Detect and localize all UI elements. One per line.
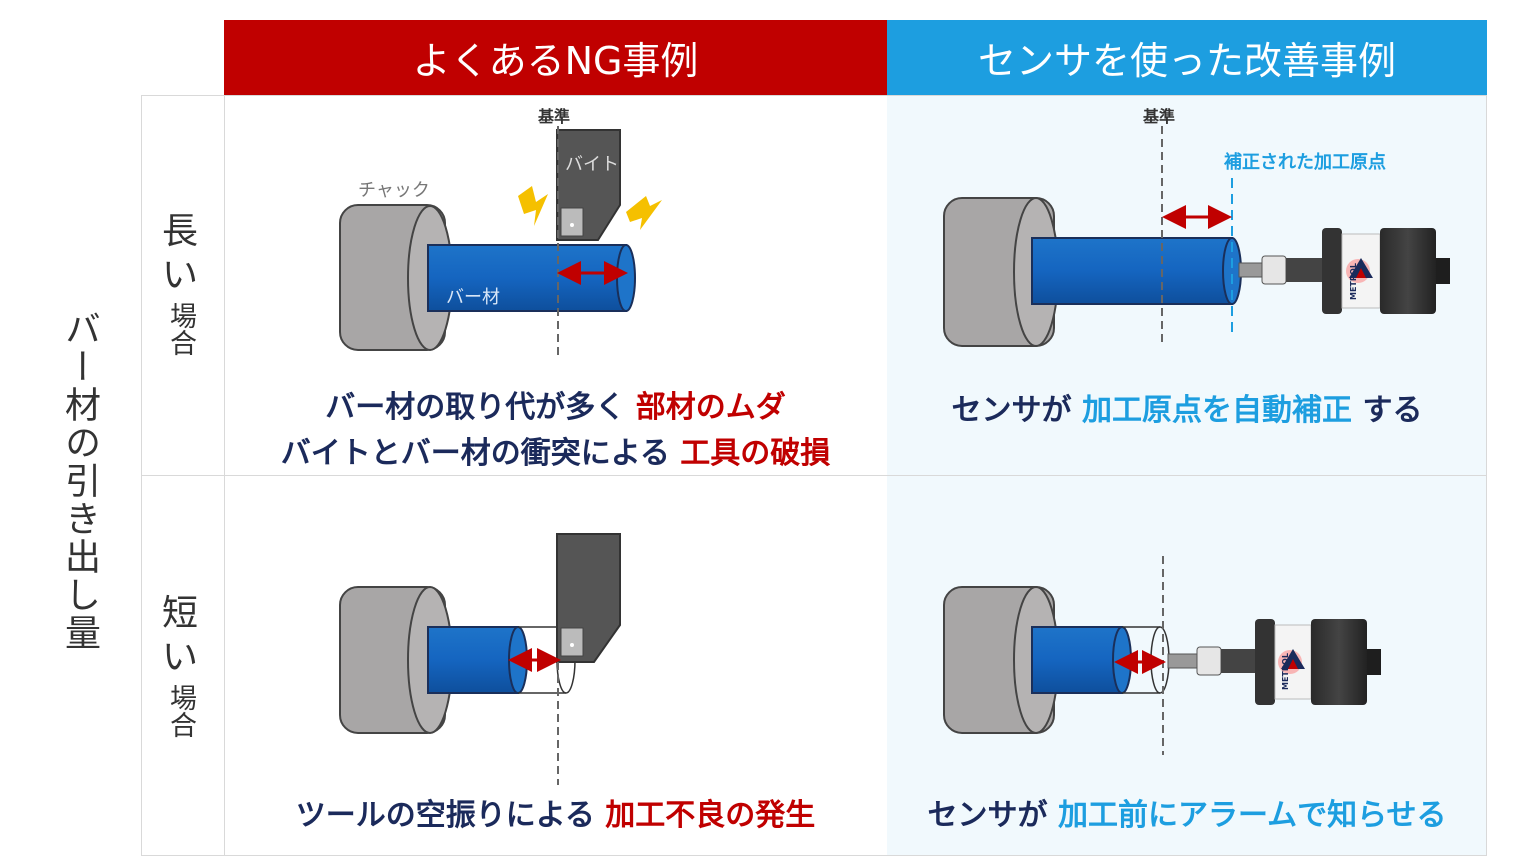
row-label-long-char-1: 長: [161, 211, 198, 252]
long-ok-illustration: 基準 補正された加工原点 METROL: [943, 107, 1450, 347]
ok-header: センサを使った改善事例: [887, 20, 1487, 95]
caption-long-ng-1: バー材の取り代が多く 部材のムダ: [224, 382, 887, 426]
row-label-short: 短 い 場合: [150, 592, 210, 738]
ok-header-title: センサを使った改善事例: [977, 39, 1396, 83]
bite-tool-short: [556, 533, 621, 663]
grid-line-top: [141, 95, 1487, 96]
ng-header-title: よくあるNG事例: [412, 39, 699, 83]
ng-header: よくあるNG事例: [224, 20, 887, 95]
missing-stock-outline-ok: [1122, 626, 1160, 694]
reference-label-ng: 基準: [537, 107, 570, 126]
grid-line-left: [141, 95, 142, 855]
row-label-short-char-2: い: [161, 637, 198, 678]
corrected-origin-label: 補正された加工原点: [1223, 151, 1386, 173]
long-ng-illustration: チャック バー材 バイト 基準: [339, 107, 662, 355]
bar-stock-short-ok: [1031, 626, 1132, 694]
grid-line-bottom: [141, 855, 1487, 856]
touch-sensor-short: [1167, 619, 1381, 705]
side-title: バー材の引き出し量: [59, 310, 100, 652]
grid-line-label-col: [224, 95, 225, 855]
caption-long-ok-post: する: [1362, 393, 1423, 428]
caption-short-ng-text: ツールの空振りによる: [295, 798, 595, 833]
row-label-long-char-2: い: [161, 255, 198, 296]
caption-long-ng-2-highlight: 工具の破損: [680, 436, 831, 471]
chuck-label: チャック: [358, 180, 430, 201]
row-label-long: 長 い 場合: [150, 210, 210, 356]
short-ng-illustration: [339, 533, 621, 785]
bite-label: バイト: [565, 154, 619, 175]
caption-long-ng-2: バイトとバー材の衝突による 工具の破損: [224, 428, 887, 472]
chuck-long-ng: [339, 204, 453, 351]
spark-icon: [518, 186, 548, 226]
row-label-long-suffix: 場合: [165, 302, 196, 356]
missing-stock-end-ok: [1150, 626, 1170, 694]
caption-long-ok-pre: センサが: [951, 393, 1072, 428]
caption-long-ok-highlight: 加工原点を自動補正: [1082, 393, 1352, 428]
bite-tool-long: [556, 129, 621, 241]
bar-label-ng: バー材: [446, 287, 500, 308]
grid-line-right: [1486, 95, 1487, 855]
bar-stock-short-ng: [427, 626, 528, 694]
caption-long-ng-2-text: バイトとバー材の衝突による: [280, 436, 670, 471]
caption-short-ok-highlight: 加工前にアラームで知らせる: [1057, 798, 1447, 833]
sensor-brand-short: METROL: [1281, 653, 1290, 690]
spark-icon: [626, 196, 662, 230]
sensor-brand-long: METROL: [1349, 263, 1358, 300]
grid-line-middle: [141, 475, 1487, 476]
row-label-short-char-1: 短: [161, 593, 198, 634]
reference-label-ok: 基準: [1142, 107, 1175, 126]
caption-short-ok: センサが 加工前にアラームで知らせる: [887, 790, 1487, 834]
caption-short-ok-pre: センサが: [927, 798, 1048, 833]
caption-long-ok: センサが 加工原点を自動補正 する: [887, 385, 1487, 429]
caption-short-ng: ツールの空振りによる 加工不良の発生: [224, 790, 887, 834]
row-label-short-suffix: 場合: [165, 684, 196, 738]
caption-short-ng-highlight: 加工不良の発生: [605, 798, 816, 833]
short-ok-illustration: METROL: [943, 556, 1381, 755]
caption-long-ng-1-highlight: 部材のムダ: [635, 390, 786, 425]
caption-long-ng-1-text: バー材の取り代が多く: [325, 390, 626, 425]
bar-stock-long-ok: [1031, 237, 1242, 305]
touch-sensor-long: [1238, 228, 1450, 314]
